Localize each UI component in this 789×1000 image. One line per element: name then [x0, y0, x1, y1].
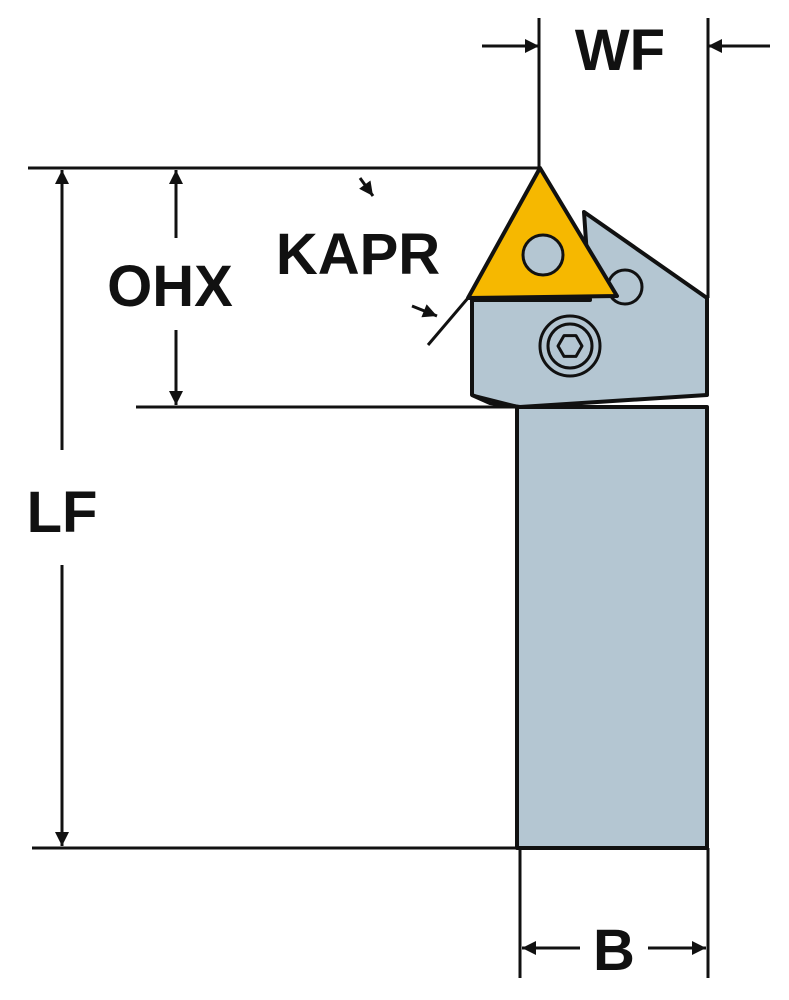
kapr-label: KAPR	[276, 222, 440, 287]
b-label: B	[593, 918, 635, 983]
clamp-screw	[538, 314, 602, 378]
tool-holder	[470, 210, 709, 850]
insert-hole	[521, 233, 565, 277]
lf-label: LF	[27, 480, 98, 545]
kapr-edge-line	[426, 297, 470, 346]
kapr-arrow-bottom	[411, 304, 438, 318]
kapr-arrow-top	[358, 177, 375, 197]
head-step	[471, 393, 521, 409]
ohx-label: OHX	[107, 254, 233, 319]
dimension-lines	[28, 18, 770, 978]
wf-label: WF	[575, 18, 665, 83]
shank	[515, 405, 709, 850]
triangular-insert	[466, 166, 619, 300]
